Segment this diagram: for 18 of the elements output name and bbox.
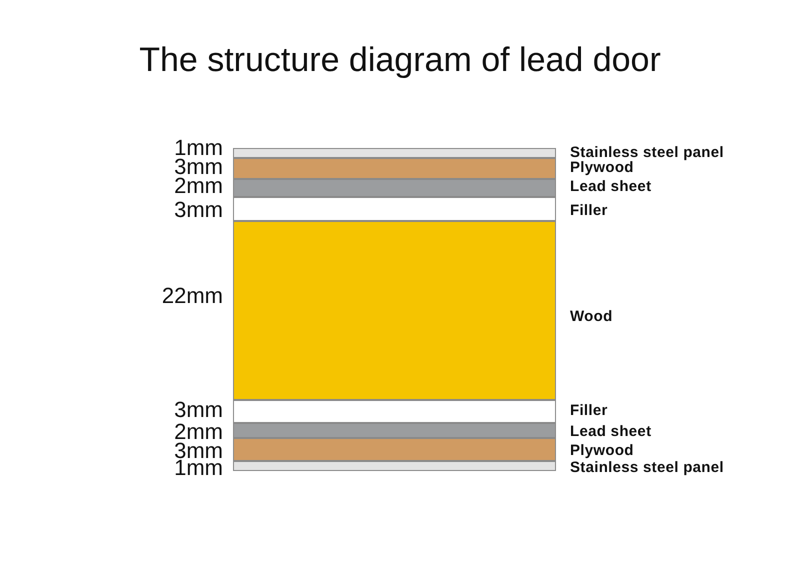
material-label: Filler	[570, 403, 608, 419]
material-label: Lead sheet	[570, 179, 652, 195]
material-label: Plywood	[570, 443, 634, 459]
thickness-label: 1mm	[174, 457, 223, 479]
thickness-label: 3mm	[174, 156, 223, 178]
material-label: Wood	[570, 309, 613, 325]
material-label: Stainless steel panel	[570, 145, 724, 161]
material-label: Plywood	[570, 160, 634, 176]
thickness-label: 2mm	[174, 421, 223, 443]
thickness-label: 1mm	[174, 137, 223, 159]
material-label: Lead sheet	[570, 424, 652, 440]
diagram-title: The structure diagram of lead door	[138, 40, 662, 80]
thickness-label: 3mm	[174, 399, 223, 421]
material-label: Stainless steel panel	[570, 460, 724, 476]
material-label: Filler	[570, 203, 608, 219]
thickness-label: 3mm	[174, 199, 223, 221]
thickness-label: 2mm	[174, 175, 223, 197]
thickness-label: 22mm	[162, 285, 223, 307]
